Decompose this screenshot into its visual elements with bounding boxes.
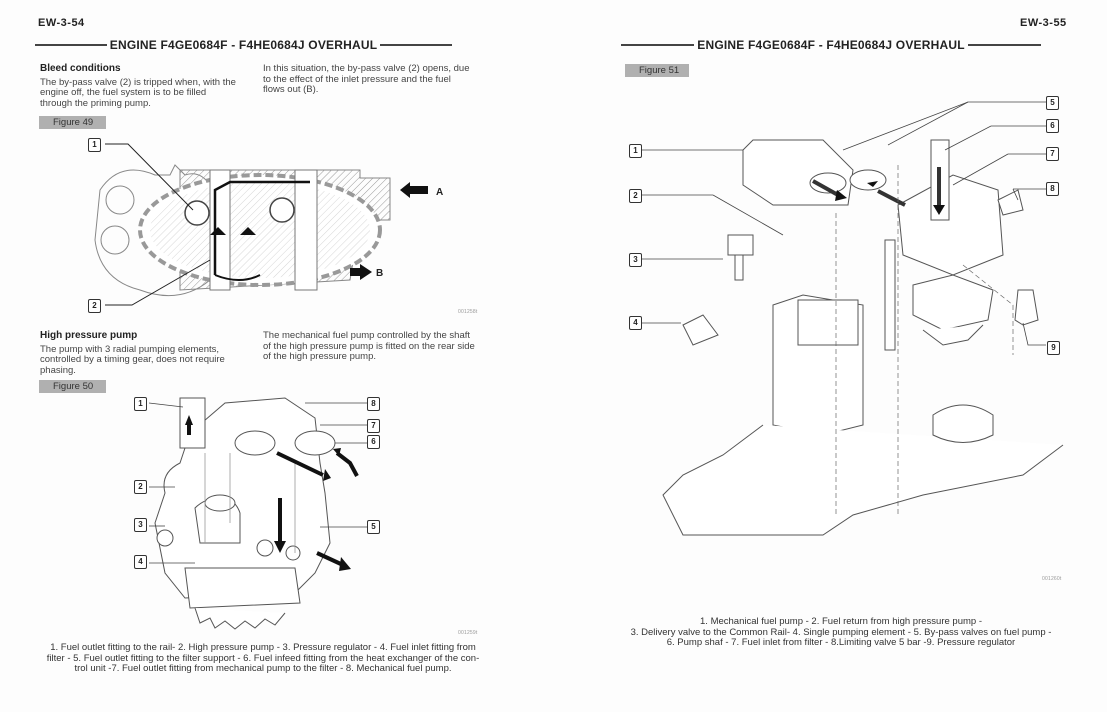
callout-5: 5	[367, 520, 380, 534]
bleed-conditions-continued: In this situation, the by-pass valve (2)…	[263, 63, 473, 96]
section-heading: Bleed conditions	[40, 63, 121, 74]
caption-line: filter - 5. Fuel outlet fitting to the f…	[46, 652, 480, 664]
callout-9: 9	[1047, 341, 1060, 355]
figure-49-label: Figure 49	[39, 116, 106, 129]
callout-4: 4	[134, 555, 147, 569]
header-title: ENGINE F4GE0684F - F4HE0684J OVERHAUL	[109, 38, 378, 52]
figure-51-caption: 1. Mechanical fuel pump - 2. Fuel return…	[621, 616, 1061, 649]
paragraph: The by-pass valve (2) is tripped when, w…	[40, 76, 236, 109]
high-pressure-pump-continued: The mechanical fuel pump controlled by t…	[263, 330, 478, 363]
figure-code: 001260t	[1042, 576, 1062, 582]
header-rule-left	[621, 44, 695, 46]
callout-2: 2	[88, 299, 101, 313]
callout-8: 8	[1046, 182, 1059, 196]
caption-line: 3. Delivery valve to the Common Rail- 4.…	[630, 626, 1052, 638]
page-header: ENGINE F4GE0684F - F4HE0684J OVERHAUL	[35, 38, 452, 52]
callout-1: 1	[88, 138, 101, 152]
arrow-label-b: B	[376, 268, 383, 279]
paragraph: In this situation, the by-pass valve (2)…	[263, 63, 470, 95]
left-page: EW-3-54 ENGINE F4GE0684F - F4HE0684J OVE…	[0, 0, 553, 712]
callout-6: 6	[1046, 119, 1059, 133]
figure-50-label: Figure 50	[39, 380, 106, 393]
high-pressure-pump-section: High pressure pump The pump with 3 radia…	[40, 330, 260, 376]
paragraph: The mechanical fuel pump controlled by t…	[263, 330, 475, 362]
header-rule-right	[967, 44, 1041, 46]
caption-line: 6. Pump shaf - 7. Fuel inlet from filter…	[666, 637, 1016, 648]
callout-1: 1	[134, 397, 147, 411]
caption-line: 1. Fuel outlet fitting to the rail- 2. H…	[50, 642, 476, 653]
page-number: EW-3-55	[1020, 17, 1067, 29]
right-page: EW-3-55 ENGINE F4GE0684F - F4HE0684J OVE…	[553, 0, 1107, 712]
bleed-conditions-section: Bleed conditions The by-pass valve (2) i…	[40, 63, 240, 109]
callout-5: 5	[1046, 96, 1059, 110]
paragraph: The pump with 3 radial pumping elements,…	[40, 343, 225, 376]
callout-1: 1	[629, 144, 642, 158]
callout-8: 8	[367, 397, 380, 411]
caption-line: trol unit -7. Fuel outlet fitting from m…	[74, 663, 452, 674]
header-title: ENGINE F4GE0684F - F4HE0684J OVERHAUL	[697, 38, 965, 52]
callout-2: 2	[629, 189, 642, 203]
callout-7: 7	[1046, 147, 1059, 161]
figure-50-caption: 1. Fuel outlet fitting to the rail- 2. H…	[38, 642, 488, 675]
figure-code: 001258t	[458, 309, 478, 315]
header-rule-left	[35, 44, 107, 46]
callout-6: 6	[367, 435, 380, 449]
arrow-label-a: A	[436, 187, 443, 198]
callout-3: 3	[134, 518, 147, 532]
figure-49-diagram: A B	[94, 143, 443, 306]
callout-2: 2	[134, 480, 147, 494]
page-header: ENGINE F4GE0684F - F4HE0684J OVERHAUL	[621, 38, 1041, 52]
header-rule-right	[380, 44, 452, 46]
callout-4: 4	[629, 316, 642, 330]
page-number: EW-3-54	[38, 17, 85, 29]
figure-51-label: Figure 51	[625, 64, 689, 77]
callout-7: 7	[367, 419, 380, 433]
section-heading: High pressure pump	[40, 330, 138, 341]
figure-50-diagram	[148, 397, 367, 630]
figure-code: 001259t	[458, 630, 478, 636]
caption-line: 1. Mechanical fuel pump - 2. Fuel return…	[700, 616, 982, 627]
figure-51-diagram	[641, 101, 1064, 536]
callout-3: 3	[629, 253, 642, 267]
